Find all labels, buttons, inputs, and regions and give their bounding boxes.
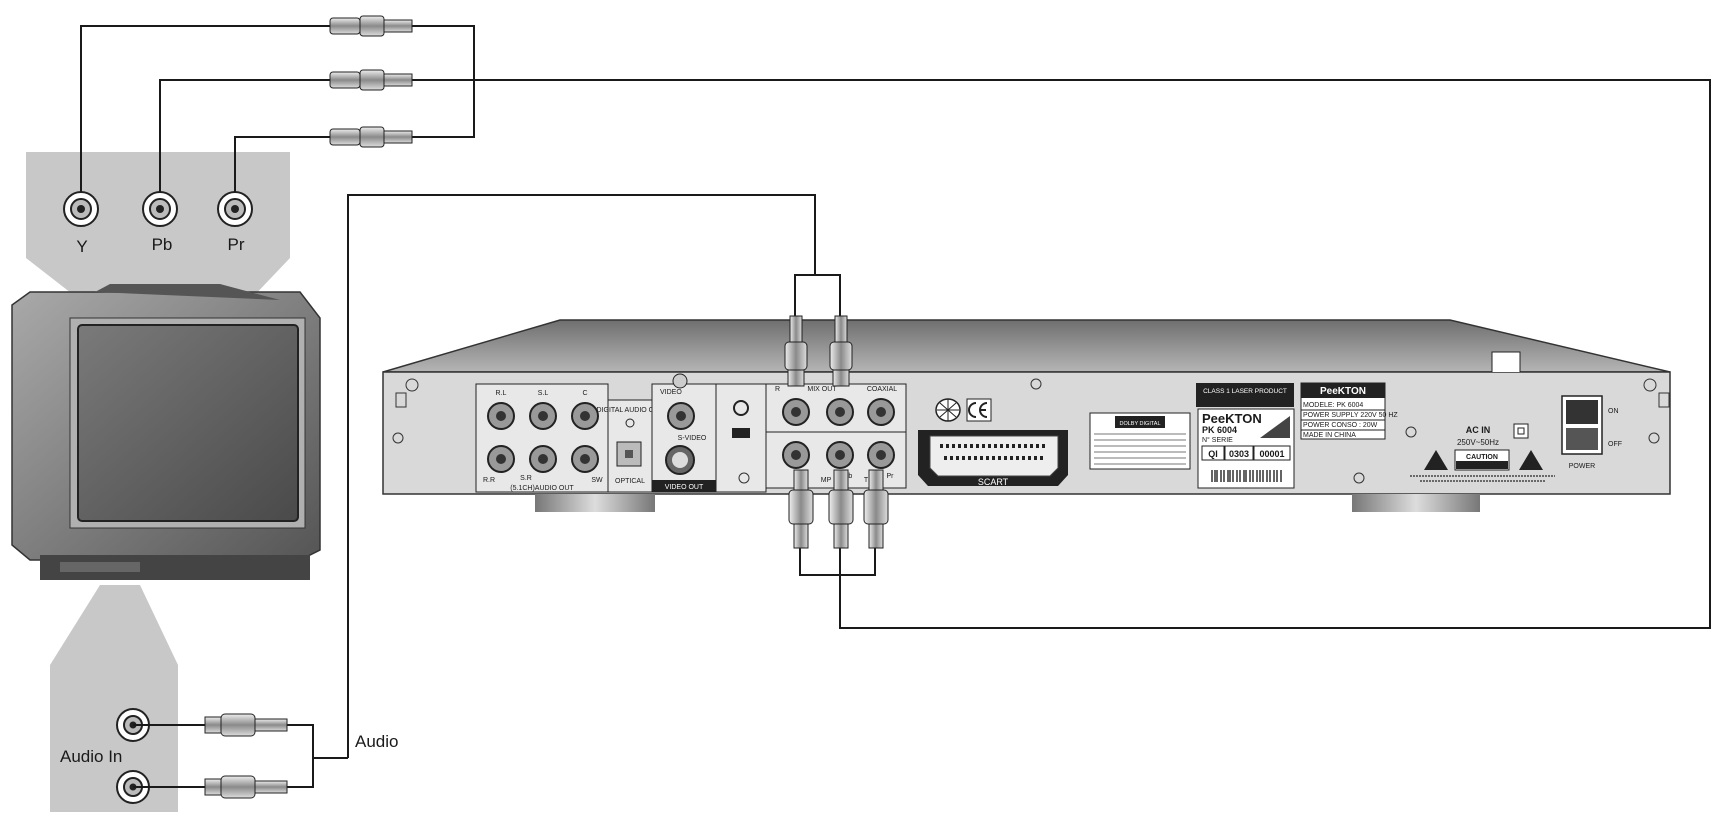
tv-component-input-panel: Y Pb Pr: [26, 152, 290, 300]
spec-line-made-in: MADE IN CHINA: [1303, 432, 1356, 439]
serial-part-3: 00001: [1259, 449, 1284, 459]
audio-in-label: Audio In: [60, 747, 122, 766]
label-sr: S.R: [520, 475, 532, 482]
pr-jack: [218, 192, 252, 226]
ac-in-label: AC IN: [1466, 425, 1491, 435]
pr-jack-label: Pr: [228, 235, 245, 254]
audio-jack-sr: [530, 446, 556, 472]
scart-label: SCART: [978, 477, 1009, 487]
spec-label: PeeKTON MODELE: PK 6004 POWER SUPPLY 220…: [1301, 383, 1398, 439]
video-jack: [668, 403, 694, 429]
component-jack-y: [783, 442, 809, 468]
component-jack-pb: [827, 442, 853, 468]
laser-model-label: CLASS 1 LASER PRODUCT PeeKTON PK 6004 N°…: [1196, 383, 1294, 488]
dvd-player: R.L S.L C R.R S.R SW (5.1CH)AUDIO OUT DI…: [383, 320, 1670, 512]
coaxial-label: COAXIAL: [867, 386, 897, 393]
scart-connector: SCART: [918, 430, 1068, 487]
audio-jack-sw: [572, 446, 598, 472]
video-label: VIDEO: [660, 389, 682, 396]
coaxial-jack: [868, 399, 894, 425]
power-label: POWER: [1569, 463, 1595, 470]
mix-out-jack-l: [827, 399, 853, 425]
audio-jack-sl: [530, 403, 556, 429]
label-c: C: [582, 390, 587, 397]
mix-out-jack-r: [783, 399, 809, 425]
video-out-label: VIDEO OUT: [665, 484, 704, 491]
ce-mark-icon: [967, 399, 991, 421]
spec-brand: PeeKTON: [1320, 386, 1366, 397]
audio-jack-rl: [488, 403, 514, 429]
audio-out-caption: (5.1CH)AUDIO OUT: [510, 485, 574, 492]
rca-plug-pr: [330, 127, 412, 147]
component-pr-label: Pr: [887, 473, 895, 480]
component-mp-label: MP: [821, 477, 832, 484]
brand-label: PeeKTON: [1202, 411, 1262, 426]
s-video-port: [666, 446, 694, 474]
audio-jack-c: [572, 403, 598, 429]
audio-cable-label: Audio: [355, 732, 398, 751]
label-sw: SW: [591, 477, 603, 484]
caution-label: CAUTION: [1466, 454, 1498, 461]
audio-out-5-1-block: R.L S.L C R.R S.R SW (5.1CH)AUDIO OUT: [476, 384, 608, 492]
serie-label: N° SERIE: [1202, 436, 1233, 444]
rca-plug-y: [330, 16, 412, 36]
component-jack-pr: [868, 442, 894, 468]
video-out-block: VIDEO S-VIDEO VIDEO OUT: [652, 374, 716, 492]
rca-plug-pb: [330, 70, 412, 90]
serial-part-1: QI: [1208, 449, 1218, 459]
audio-jack-rr: [488, 446, 514, 472]
spec-line-conso: POWER CONSO : 20W: [1303, 422, 1378, 429]
dolby-logo: DOLBY DIGITAL: [1119, 421, 1160, 427]
tv-audio-input-panel: Audio In: [50, 585, 178, 812]
audio-plug-bottom: [205, 776, 287, 798]
mix-out-block: R MIX OUT COAXIAL: [766, 384, 906, 432]
ac-voltage-label: 250V~50Hz: [1457, 438, 1499, 447]
dolby-label: DOLBY DIGITAL: [1090, 413, 1190, 469]
television: [12, 284, 320, 580]
foot-left: [535, 494, 655, 512]
dvd-logo-icon: [936, 399, 960, 421]
mix-out-label: MIX OUT: [807, 386, 837, 393]
y-jack-label: Y: [76, 237, 87, 256]
spec-line-supply: POWER SUPPLY 220V 50 HZ: [1303, 412, 1398, 419]
label-rr: R.R: [483, 477, 495, 484]
on-label: ON: [1608, 408, 1619, 415]
laser-product-label: CLASS 1 LASER PRODUCT: [1203, 388, 1287, 395]
pb-jack-label: Pb: [152, 235, 173, 254]
ac-inlet: [1514, 424, 1528, 438]
audio-plug-top: [205, 714, 287, 736]
s-video-label: S-VIDEO: [678, 435, 707, 442]
optical-label: OPTICAL: [615, 478, 645, 485]
component-t-label: T: [864, 477, 869, 484]
label-rl: R.L: [496, 390, 507, 397]
foot-right: [1352, 494, 1480, 512]
pb-jack: [143, 192, 177, 226]
label-sl: S.L: [538, 390, 549, 397]
mix-out-r-label: R: [775, 386, 780, 393]
off-label: OFF: [1608, 441, 1622, 448]
model-label: PK 6004: [1202, 425, 1237, 435]
dvd-component-plugs: [789, 470, 888, 575]
spec-line-model: MODELE: PK 6004: [1303, 402, 1363, 409]
barcode: [1210, 470, 1284, 482]
serial-part-2: 0303: [1229, 449, 1249, 459]
y-jack: [64, 192, 98, 226]
